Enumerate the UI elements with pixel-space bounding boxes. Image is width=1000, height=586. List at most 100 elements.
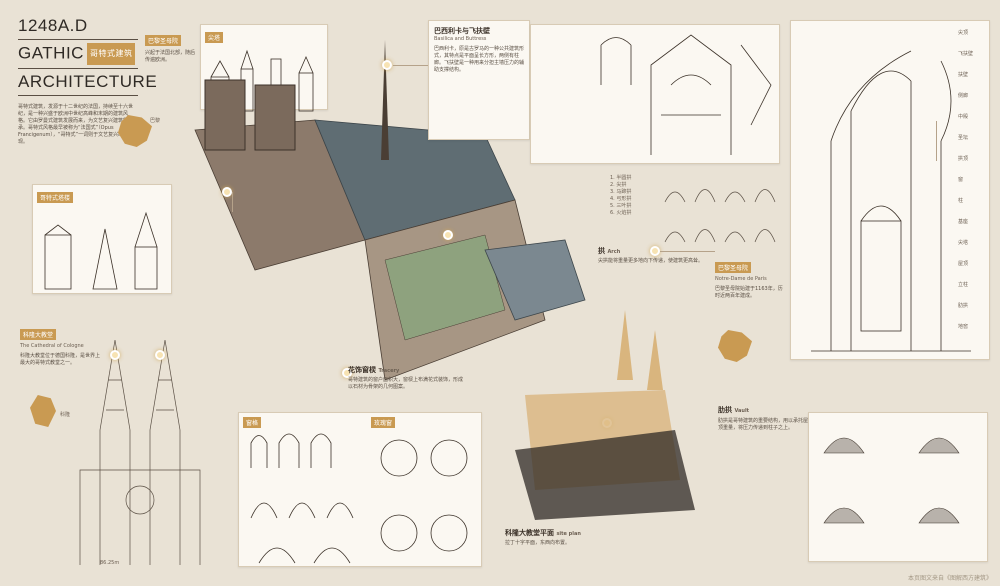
cologne-text: 科隆大教堂位于德国科隆，是世界上最大的哥特式教堂之一。 [20,353,101,366]
hotspot-marker[interactable] [155,350,165,360]
cologne-tag: 科隆大教堂 [20,329,57,340]
styles-sketches [44,211,158,290]
notre-dame-text: 巴黎圣母院始建于1163年，历时近两百年建成。 [715,286,783,299]
cologne-map-label: 科隆 [60,412,71,418]
vault-text: 肋拱是哥特建筑的重要结构，用以承托屋顶重量，将压力传递到柱子之上。 [718,418,809,431]
site-note: 科隆大教堂平面 site plan 拉丁十字平面，东西向布置。 [505,528,600,547]
title-badge: 哥特式建筑 [86,43,136,65]
notre-dame-info: 巴黎圣母院 Notre-Dame de Paris 巴黎圣母院始建于1163年，… [715,255,785,300]
cologne-plan [515,310,695,520]
section-label: 窗 [958,177,964,183]
tower-tag: 尖塔 [205,32,224,43]
hotspot-marker[interactable] [443,230,453,240]
arch-list-item: 6. 火焰拱 [610,210,632,216]
intro-paragraph: 哥特式建筑，发源于十二世纪的法国，持续至十六世纪，是一种兴盛于欧洲中世纪高峰和末… [18,104,134,145]
apse [484,239,586,321]
section-label: 地窖 [958,324,969,330]
buttress-diagrams [600,34,772,155]
tower-sketch-1-roof [210,60,230,78]
arch-list-item: 3. 马蹄拱 [610,189,632,195]
buttress-note: 巴西利卡与飞扶壁 Basilica and Buttress 巴西利卡，原是古罗… [428,20,530,140]
origin-tag: 巴黎圣母院 [145,35,182,46]
tracery-note: 花饰窗棂 Tracery 哥特建筑的窗户面积大，窗棂上布满花式装饰，形成以石材为… [348,365,463,391]
origin-note: 巴黎圣母院 兴起于法国北部，随后传遍欧洲。 [145,28,195,64]
section-label: 基座 [958,219,969,225]
germany-map [30,395,56,427]
arch-list-item: 5. 三叶拱 [610,203,632,209]
tracery-card: 窗格 玫瑰窗 [238,412,482,567]
cologne-info: 科隆大教堂 The Cathedral of Cologne 科隆大教堂位于德国… [20,322,100,367]
buttress-sub: Basilica and Buttress [434,36,487,42]
footer-text: 本页图文来自《图解西方建筑》 [907,575,992,582]
hotspot-marker[interactable] [382,60,392,70]
west-tower-2 [254,84,296,151]
arch-list: 1. 半圆拱 2. 尖拱 3. 马蹄拱 4. 弓形拱 5. 三叶拱 6. 火焰拱 [610,175,660,217]
floor [384,234,506,341]
tracery-diagrams [250,433,468,564]
section-label: 拱顶 [958,156,969,162]
vault-note: 肋拱 Vault 肋拱是哥特建筑的重要结构，用以承托屋顶重量，将压力传递到柱子之… [718,405,808,432]
arch-list-item: 1. 半圆拱 [610,175,632,181]
arch-text: 尖拱能将重量更多地向下传递，使建筑更高耸。 [598,258,704,264]
section-label: 尖顶 [958,30,969,36]
divider [18,95,138,96]
west-tower-1 [204,79,246,151]
title-year: 1248A.D [18,16,88,35]
section-label: 肋拱 [958,303,969,309]
section-label: 圣坛 [958,135,969,141]
france-map-right [718,330,752,362]
section-label: 立柱 [958,282,969,288]
section-label: 扶壁 [958,72,969,78]
section-label: 中殿 [958,114,969,120]
hotspot-marker[interactable] [650,246,660,256]
section-drawing [811,50,971,352]
divider [18,39,138,40]
hotspot-marker[interactable] [110,350,120,360]
title-word-2: ARCHITECTURE [18,72,158,91]
site-text: 拉丁十字平面，东西向布置。 [505,540,571,546]
hotspot-marker[interactable] [222,187,232,197]
arch-title: 拱 Arch [598,247,621,255]
section-labels: 尖顶 飞扶壁 扶壁 侧廊 中殿 圣坛 拱顶 窗 柱 基座 尖塔 屋顶 立柱 肋拱… [958,30,973,345]
vault-diagrams [823,437,960,524]
vault-title: 肋拱 Vault [718,406,750,414]
site-title: 科隆大教堂平面 site plan [505,529,581,537]
hotspot-marker[interactable] [342,368,352,378]
tracery-title: 花饰窗棂 Tracery [348,366,400,374]
section-label: 柱 [958,198,964,204]
cologne-sub: The Cathedral of Cologne [20,343,84,349]
connector-line [936,121,937,161]
arch-list-item: 2. 尖拱 [610,182,627,188]
section-card [790,20,990,360]
connector-line [660,251,715,252]
tracery-text: 哥特建筑的窗户面积大，窗棂上布满花式装饰，形成以石材为骨架的几何图案。 [348,377,464,390]
buttress-text: 巴西利卡，原是古罗马的一种公共建筑形式，其特点是平面呈长方形，两侧有柱廊。飞扶壁… [434,46,525,73]
buttress-card [530,24,780,164]
cathedral-illustration [194,40,586,381]
divider [18,68,138,69]
notre-dame-sub: Notre-Dame de Paris [715,276,767,282]
styles-card: 哥特式塔楼 [32,184,172,294]
spire [381,40,389,160]
section-label: 屋顶 [958,261,969,267]
connector-line [232,192,233,212]
section-label: 侧廊 [958,93,969,99]
arch-note: 拱 Arch 尖拱能将重量更多地向下传递，使建筑更高耸。 [598,246,708,265]
section-label: 尖塔 [958,240,969,246]
cologne-elevation [79,339,201,565]
arch-diagram [664,189,776,243]
window-tag: 窗格 [243,417,262,428]
buttress-title: 巴西利卡与飞扶壁 [434,27,490,35]
styles-tag: 哥特式塔楼 [37,192,74,203]
rose-tag: 玫瑰窗 [371,417,396,428]
dimension-label: 86.25m [100,560,120,566]
map-label: 巴黎 [150,118,161,124]
origin-text: 兴起于法国北部，随后传遍欧洲。 [145,50,196,63]
arch-list-item: 4. 弓形拱 [610,196,632,202]
notre-dame-tag: 巴黎圣母院 [715,262,752,273]
connector-line [393,65,428,66]
section-label: 飞扶壁 [958,51,974,57]
tower-sketch-4 [298,72,314,112]
